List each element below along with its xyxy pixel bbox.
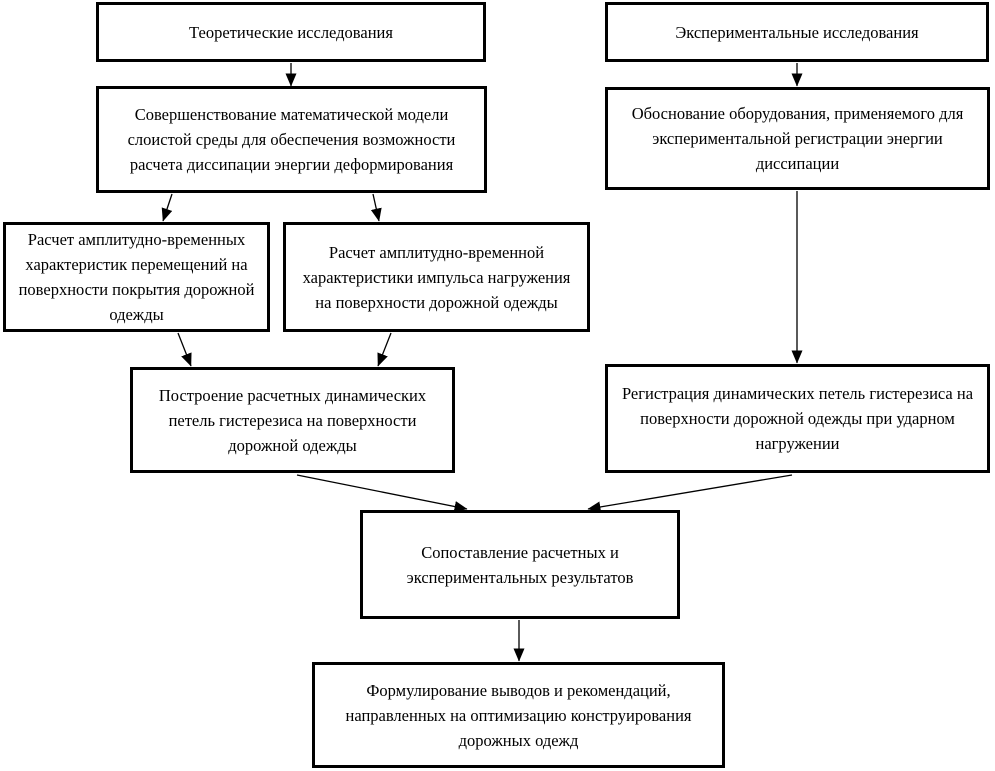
box-results-comparison: Сопоставление расчетных и эксперименталь… bbox=[360, 510, 680, 619]
arrow-model-to-impulse bbox=[370, 193, 382, 222]
box-equipment-justification: Обоснование оборудования, применяемого д… bbox=[605, 87, 990, 190]
box-registered-hysteresis-loops: Регистрация динамических петель гистерез… bbox=[605, 364, 990, 473]
arrow-reg-loops-to-comparison bbox=[587, 474, 793, 513]
arrow-model-to-displacement bbox=[161, 193, 173, 222]
box-math-model-improvement: Совершенствование математической модели … bbox=[96, 86, 487, 193]
box-impulse-characteristics: Расчет амплитудно-временной характеристи… bbox=[283, 222, 590, 332]
box-conclusions-formulation: Формулирование выводов и рекомендаций, н… bbox=[312, 662, 725, 768]
box-displacement-characteristics: Расчет амплитудно-временных характеристи… bbox=[3, 222, 270, 332]
box-experimental-research: Экспериментальные исследования bbox=[605, 2, 989, 62]
box-calculated-hysteresis-loops: Построение расчетных динамических петель… bbox=[130, 367, 455, 473]
arrow-calc-loops-to-comparison bbox=[296, 474, 468, 512]
arrow-impulse-to-calc-loops bbox=[377, 332, 392, 367]
box-theoretical-research: Теоретические исследования bbox=[96, 2, 486, 62]
arrow-displacement-to-calc-loops bbox=[177, 332, 192, 367]
